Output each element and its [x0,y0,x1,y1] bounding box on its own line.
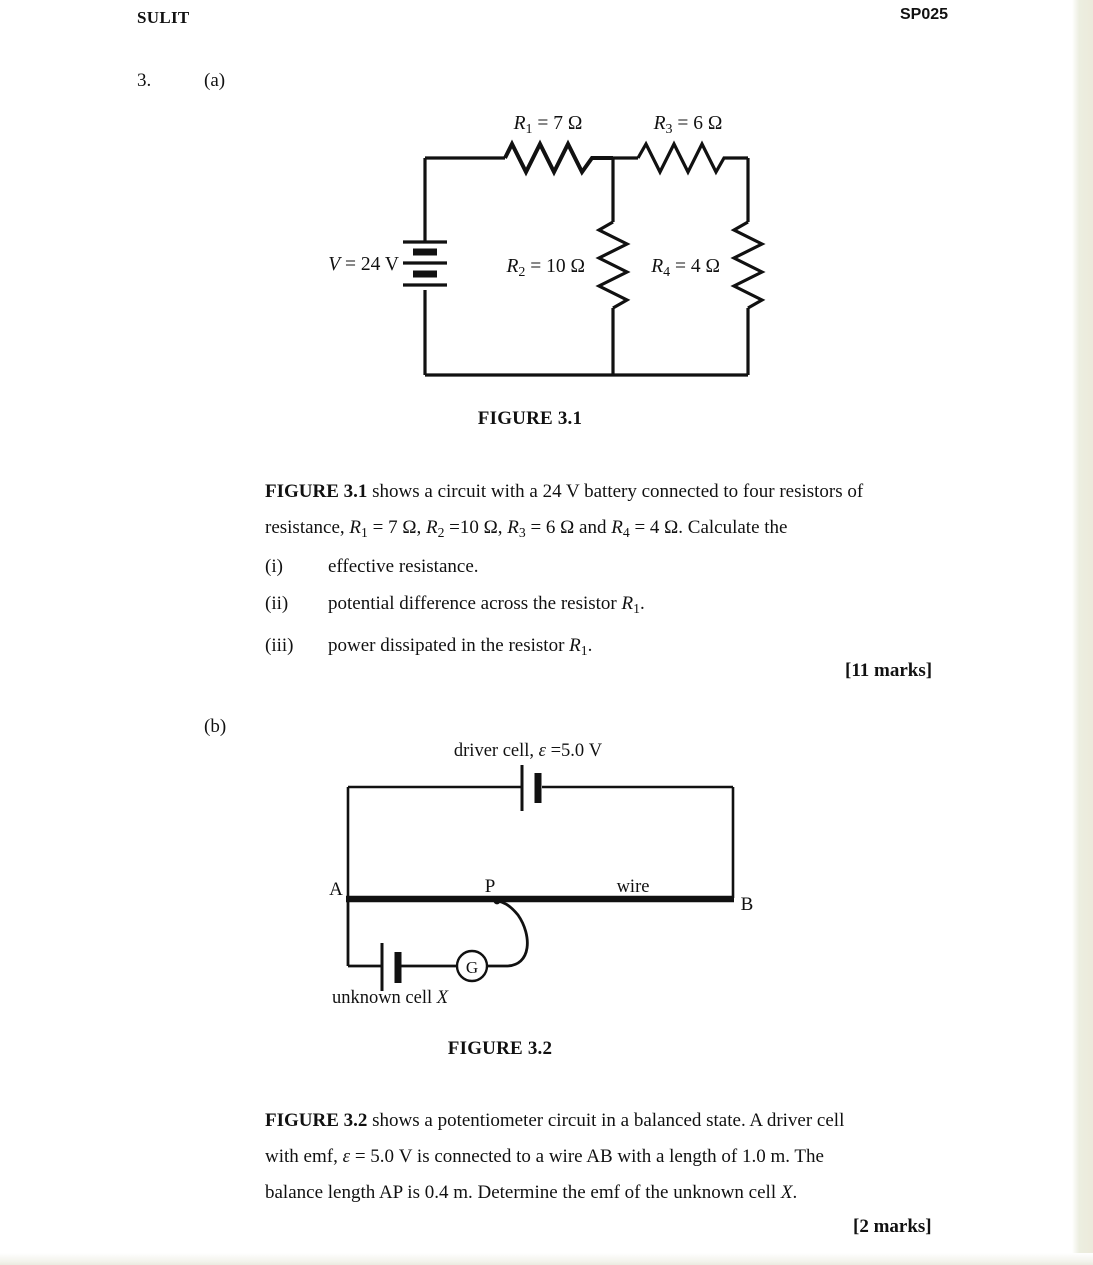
figure-3-1-label-r4: R4 = 4 Ω [650,256,720,280]
part-label-b: (b) [204,716,227,737]
list-item-text: power dissipated in the resistor R1. [328,634,593,658]
figure-3-2-label-point-p: P [485,876,496,897]
figure-3-1-label-r3: R3 = 6 Ω [653,113,723,137]
list-item-marker: (ii) [265,593,289,614]
figure-3-1-caption: FIGURE 3.1 [477,408,583,429]
page-header-right: SP025 [900,6,949,23]
part-a-marks: [11 marks] [845,660,933,681]
figure-3-2-label-point-b: B [741,894,754,915]
figure-3-1-diagram: R1 = 7 Ω R3 = 6 Ω R2 = 10 Ω R4 = 4 Ω V =… [300,100,800,395]
part-a-paragraph: FIGURE 3.1 shows a circuit with a 24 V b… [265,481,864,540]
part-a-sub-items: (i) effective resistance. (ii) potential… [265,548,965,669]
figure-3-2-label-point-a: A [329,879,343,900]
list-item-text: potential difference across the resistor… [328,593,645,616]
figure-3-2-diagram: G driver cell, ε =5.0 V A B P wire unkno… [300,735,800,1010]
list-item-text: effective resistance. [328,556,479,577]
figure-3-2-label-galvanometer: G [466,958,478,977]
part-b-paragraph-line1-rest: shows a potentiometer circuit in a balan… [372,1110,845,1131]
part-a-paragraph-line1-rest: shows a circuit with a 24 V battery conn… [372,481,864,502]
part-b-paragraph: FIGURE 3.2 shows a potentiometer circuit… [265,1110,845,1203]
part-label-a: (a) [204,70,226,91]
list-item-marker: (iii) [265,634,294,656]
list-item: (i) effective resistance. [265,548,965,585]
list-item-marker: (i) [265,556,283,577]
part-b-marks: [2 marks] [853,1216,932,1237]
figure-3-2-label-wire: wire [617,877,650,897]
figure-3-1-label-r1: R1 = 7 Ω [513,113,583,137]
list-item: (iii) power dissipated in the resistor R… [265,627,965,669]
question-number: 3. [137,70,152,91]
page-header-left: SULIT [137,8,190,27]
page-edge-bottom [0,1253,1093,1265]
figure-3-2-caption: FIGURE 3.2 [447,1038,553,1059]
figure-3-2-label-unknown-cell: unknown cell X [332,988,449,1008]
figure-3-1-label-r2: R2 = 10 Ω [505,256,585,280]
figure-3-2-label-driver-cell: driver cell, ε =5.0 V [454,741,603,761]
list-item: (ii) potential difference across the res… [265,585,965,627]
page-edge-right [1072,0,1093,1265]
figure-3-1-label-source: V = 24 V [328,254,399,275]
